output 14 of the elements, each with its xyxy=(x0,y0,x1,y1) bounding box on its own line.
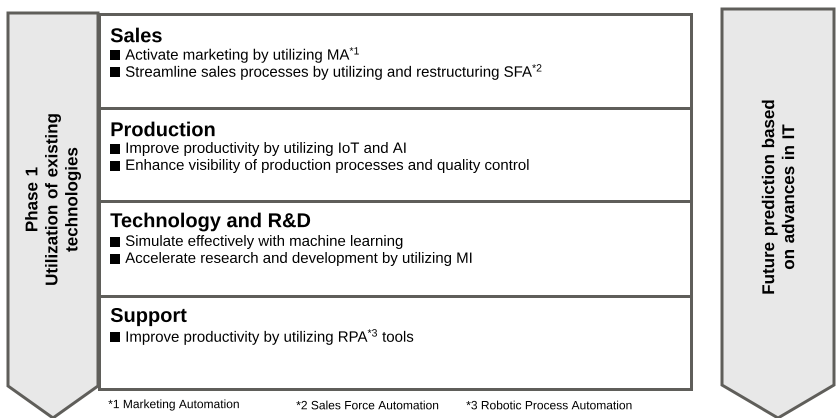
box-heading: Technology and R&D xyxy=(110,212,310,232)
bullet-text: Improve productivity by utilizing IoT and AI xyxy=(126,142,406,156)
box-heading: Support xyxy=(110,308,187,326)
footnote: *3 Robotic Process Automation xyxy=(466,400,632,410)
bullet-text: Improve productivity by utilizing RPA$^{*3}$ tools xyxy=(126,329,414,345)
box-heading: Production xyxy=(112,122,215,136)
bullet-text: Simulate effectively with machine learning xyxy=(126,235,402,249)
box-heading: Sales xyxy=(110,28,162,42)
footnote: *1 Marketing Automation xyxy=(108,399,239,411)
bullet-text: Enhance visibility of production processes and quality control xyxy=(126,159,528,173)
footnote: *2 Sales Force Automation xyxy=(296,400,438,410)
bullet-text: Streamline sales processes by utilizing and restructuring SFA$^{*2}$ xyxy=(126,64,542,80)
bullet-text: Activate marketing by utilizing MA$^{*1}$ xyxy=(125,47,359,63)
bullet-text: Accelerate research and development by utilizing MI xyxy=(125,252,472,266)
